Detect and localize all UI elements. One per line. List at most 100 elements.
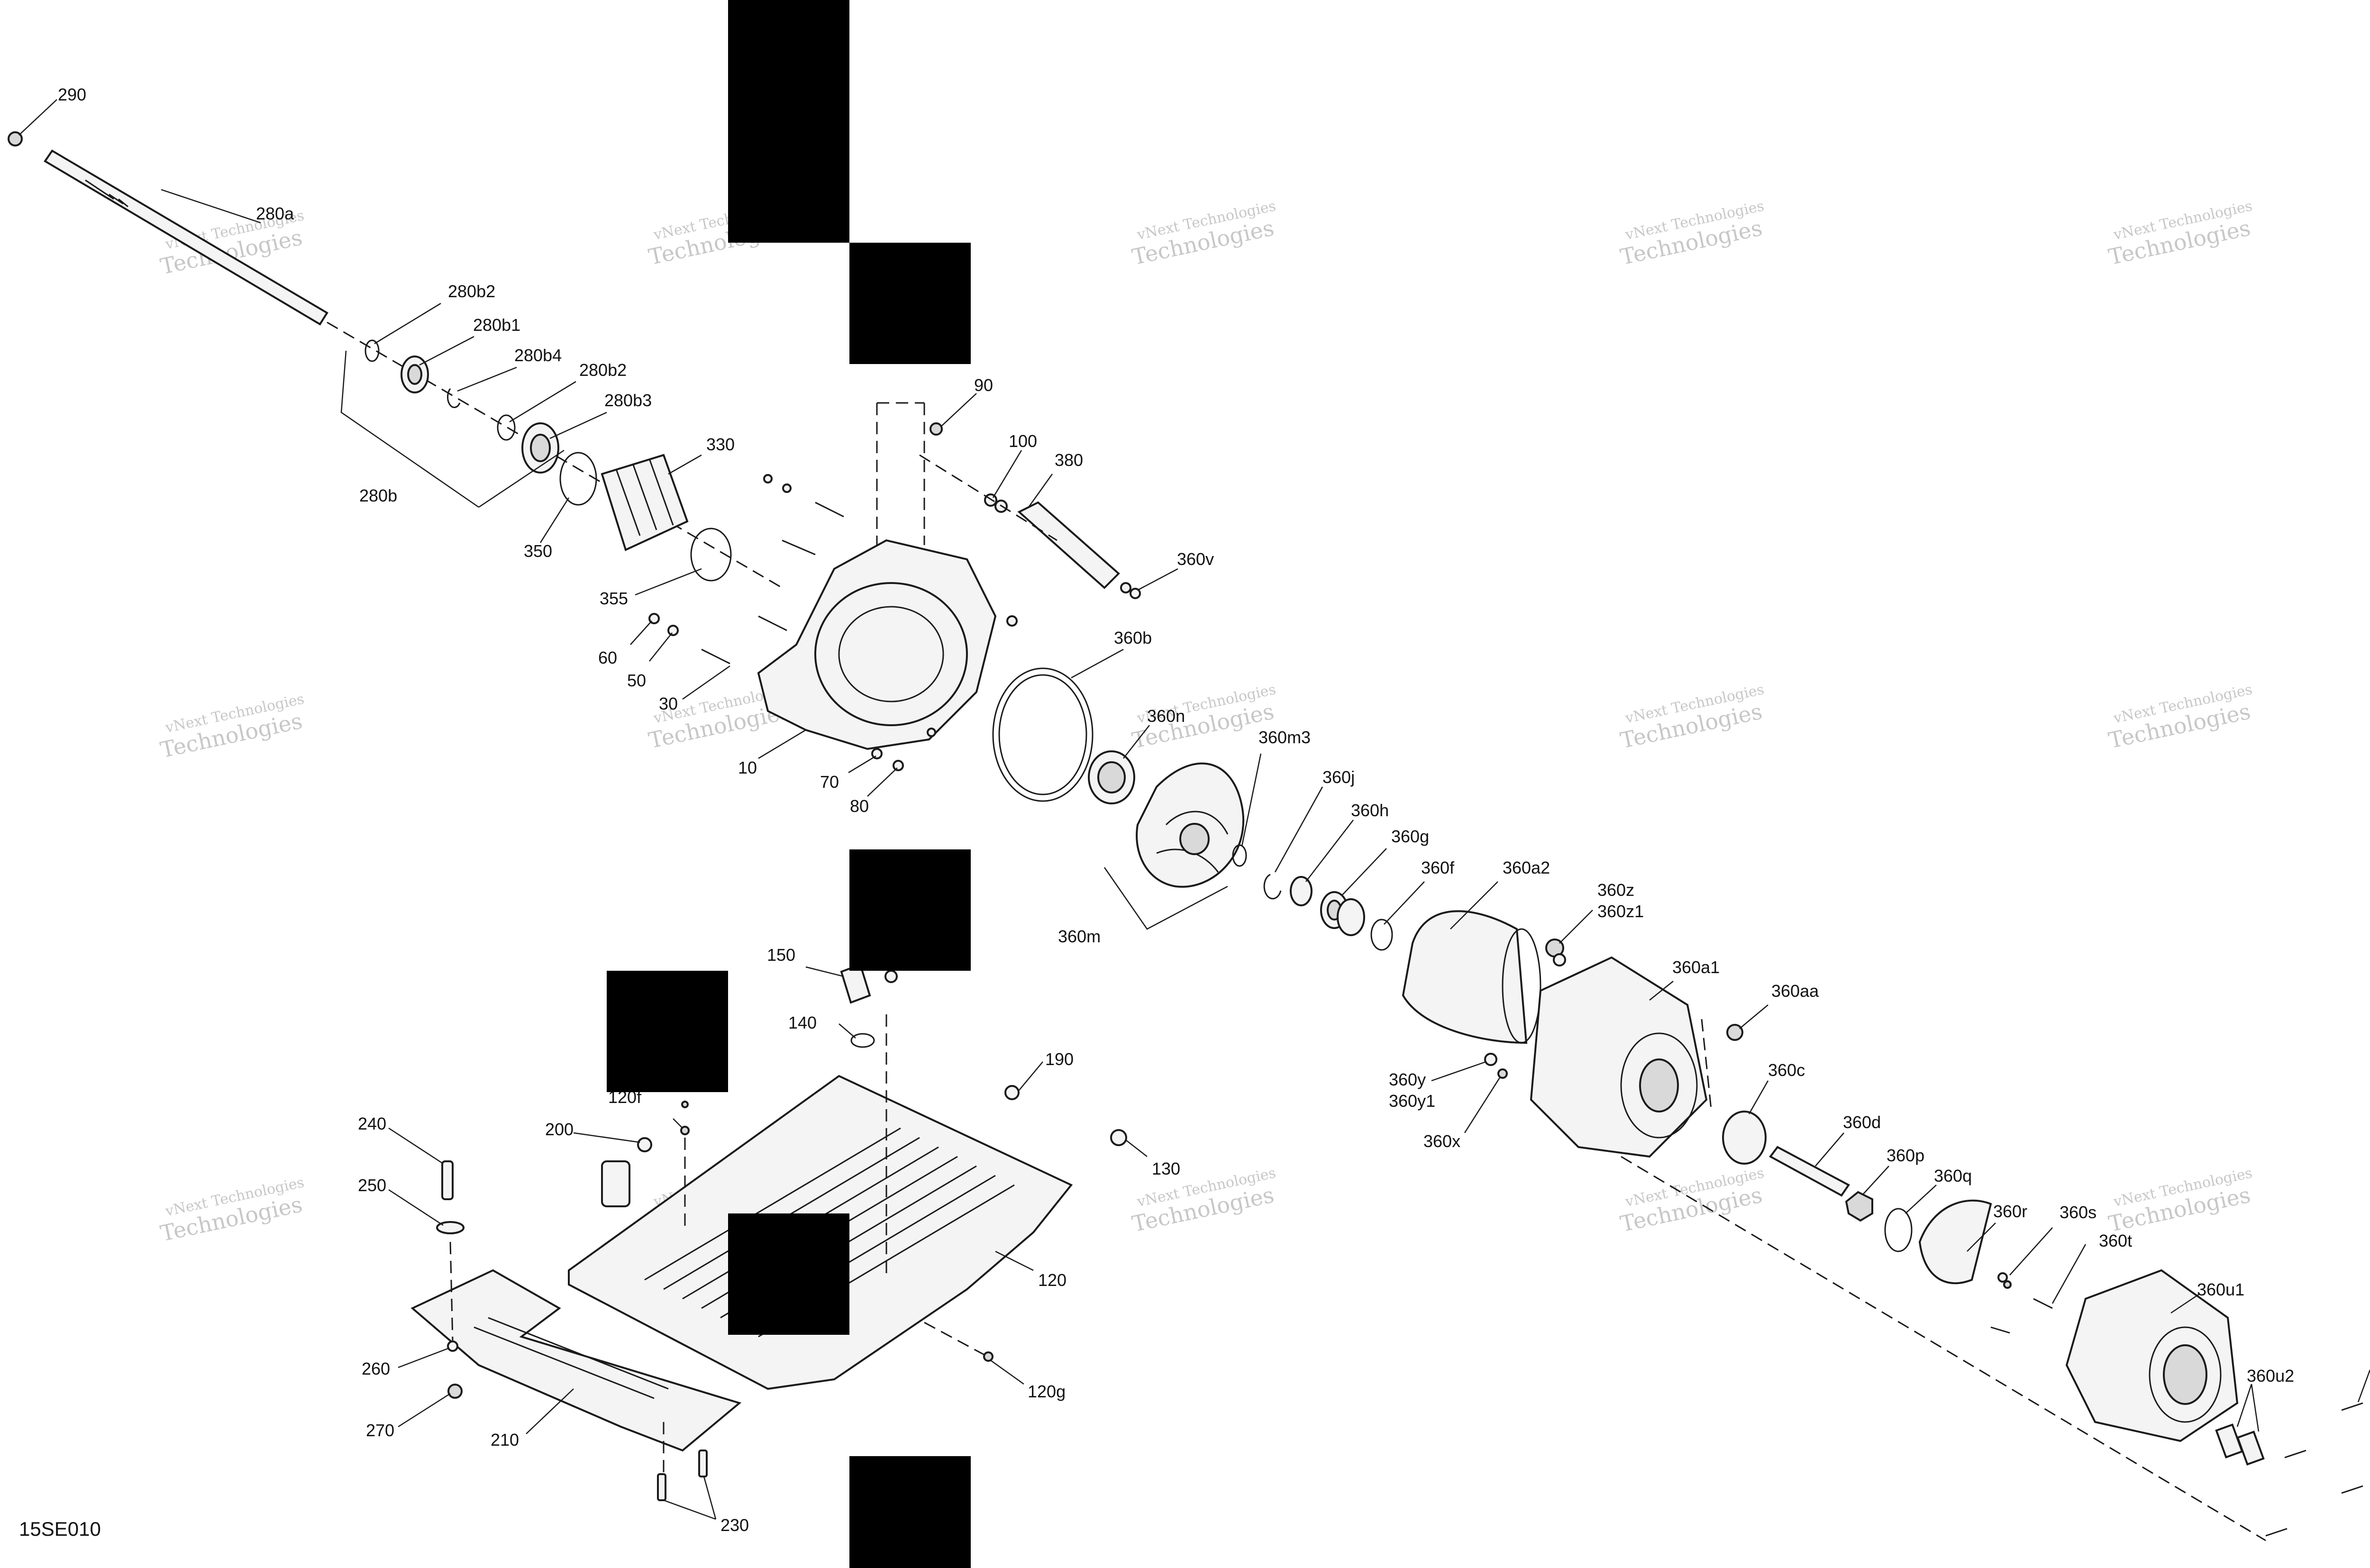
part-120f-screw — [680, 1126, 690, 1135]
callout-360x: 360x — [1423, 1131, 1460, 1151]
callout-280b2: 280b2 — [448, 282, 495, 301]
stator-group — [1402, 910, 2363, 1541]
callout-360a1: 360a1 — [1672, 957, 1720, 977]
part-350-clamp — [559, 452, 597, 506]
callout-330: 330 — [706, 435, 735, 454]
part-360c-bearing — [1722, 1111, 1767, 1165]
watermark: vNext Technologies Technologies — [1618, 1165, 1766, 1237]
part-90-nut — [930, 422, 943, 436]
part-140-o-ring — [850, 1033, 875, 1048]
callout-280b4: 280b4 — [514, 346, 562, 365]
part-360m3-ring — [1232, 844, 1247, 867]
part-360a1-stator-housing — [1530, 956, 1708, 1158]
watermark: vNext Technologies Technologies — [1618, 681, 1766, 753]
part-210-intake-grate — [410, 1269, 742, 1452]
part-380-bracket — [1017, 501, 1120, 589]
callout-280b1: 280b1 — [473, 315, 520, 335]
part-260-washer — [447, 1340, 458, 1352]
part-355-clamp — [690, 528, 732, 582]
callout-270: 270 — [366, 1421, 394, 1440]
watermark: vNext Technologies Technologies — [1618, 198, 1766, 270]
watermark: vNext Technologies Technologies — [2106, 198, 2254, 270]
callout-280b3: 280b3 — [604, 391, 652, 410]
callout-140: 140 — [788, 1013, 817, 1032]
part-200-washer — [637, 1137, 652, 1152]
watermark: vNext Technologies Technologies — [2106, 681, 2254, 753]
part-360j-circlip — [1263, 874, 1282, 900]
callout-360m: 360m — [1058, 927, 1101, 946]
callout-360a2: 360a2 — [1503, 858, 1550, 877]
part-360x-plug — [1497, 1068, 1508, 1079]
callout-360f: 360f — [1421, 858, 1455, 877]
callout-80: 80 — [850, 796, 869, 816]
part-280b2-ring — [365, 339, 380, 362]
callout-360z: 360z — [1597, 880, 1634, 900]
callout-360aa: 360aa — [1771, 981, 1819, 1001]
callout-360y1: 360y1 — [1389, 1091, 1435, 1111]
callout-360q: 360q — [1934, 1166, 1972, 1185]
part-270-nut — [447, 1384, 463, 1399]
part-360f-o-ring — [1370, 919, 1393, 951]
part-360s-washer — [1997, 1272, 2008, 1283]
redaction-block — [728, 1213, 849, 1335]
watermarks: vNext Technologies Technologies vNext Te… — [158, 198, 2254, 1246]
drive-shaft-group — [8, 131, 783, 589]
callout-90: 90 — [974, 375, 993, 395]
callout-280b2-second: 280b2 — [579, 360, 627, 380]
callout-360u1: 360u1 — [2197, 1280, 2244, 1299]
hardware-studs — [648, 474, 1018, 771]
callout-360s: 360s — [2060, 1203, 2097, 1222]
callout-120: 120 — [1038, 1270, 1066, 1290]
pump-housing-group — [648, 402, 1141, 802]
callout-360b: 360b — [1114, 628, 1152, 647]
callout-280b: 280b — [359, 486, 397, 505]
callout-360m3: 360m3 — [1258, 728, 1311, 747]
callout-360c: 360c — [1768, 1060, 1805, 1080]
callout-260: 260 — [362, 1359, 390, 1378]
watermark: vNext Technologies Technologies — [158, 691, 306, 763]
part-190-screw — [1004, 1085, 1020, 1100]
callout-360g: 360g — [1391, 827, 1429, 846]
callout-360u2: 360u2 — [2247, 1366, 2294, 1386]
callout-360h: 360h — [1351, 801, 1389, 820]
callout-30: 30 — [659, 694, 678, 713]
redaction-block — [728, 0, 849, 243]
watermark: vNext Technologies Technologies — [2106, 1165, 2254, 1237]
redaction-block — [849, 1456, 971, 1568]
callout-240: 240 — [358, 1114, 386, 1133]
watermark: vNext Technologies Technologies — [158, 1174, 306, 1246]
part-360h-washer — [1290, 876, 1313, 906]
callout-120g: 120g — [1028, 1382, 1066, 1401]
redaction-block — [849, 243, 971, 364]
part-360r-cap — [1918, 1199, 1992, 1285]
watermark: vNext Technologies Technologies — [1130, 1165, 1277, 1237]
part-230-bolt — [657, 1473, 666, 1501]
callout-130: 130 — [1152, 1159, 1180, 1178]
part-360aa-plug — [1726, 1024, 1743, 1041]
callout-70: 70 — [820, 772, 839, 792]
callout-360d: 360d — [1843, 1112, 1881, 1132]
callout-290: 290 — [58, 85, 86, 104]
part-200-fitting — [601, 1160, 630, 1207]
part-280a-drive-shaft — [44, 149, 328, 326]
part-250-washer — [436, 1221, 465, 1234]
part-360a2-wear-ring — [1402, 910, 1528, 1044]
callout-360t: 360t — [2099, 1231, 2132, 1250]
callout-360p: 360p — [1887, 1146, 1924, 1165]
part-360b-o-ring — [992, 667, 1094, 802]
callout-labels: 290 280a 280b2 280b1 280b4 280b2 280b3 2… — [19, 85, 2294, 1540]
callout-350: 350 — [524, 541, 552, 561]
callout-250: 250 — [358, 1176, 386, 1195]
callout-360z1: 360z1 — [1597, 902, 1644, 921]
watermark: vNext Technologies Technologies — [1130, 198, 1277, 270]
callout-200: 200 — [545, 1120, 574, 1139]
part-280b2-ring — [497, 414, 516, 441]
part-130-plug — [1110, 1129, 1127, 1146]
impeller-group — [1088, 750, 1393, 951]
callout-60: 60 — [598, 648, 617, 667]
part-290-nut — [8, 131, 23, 146]
part-360d-shaft — [1769, 1146, 1850, 1197]
callout-360v: 360v — [1177, 549, 1214, 569]
part-330-boot — [601, 454, 689, 551]
